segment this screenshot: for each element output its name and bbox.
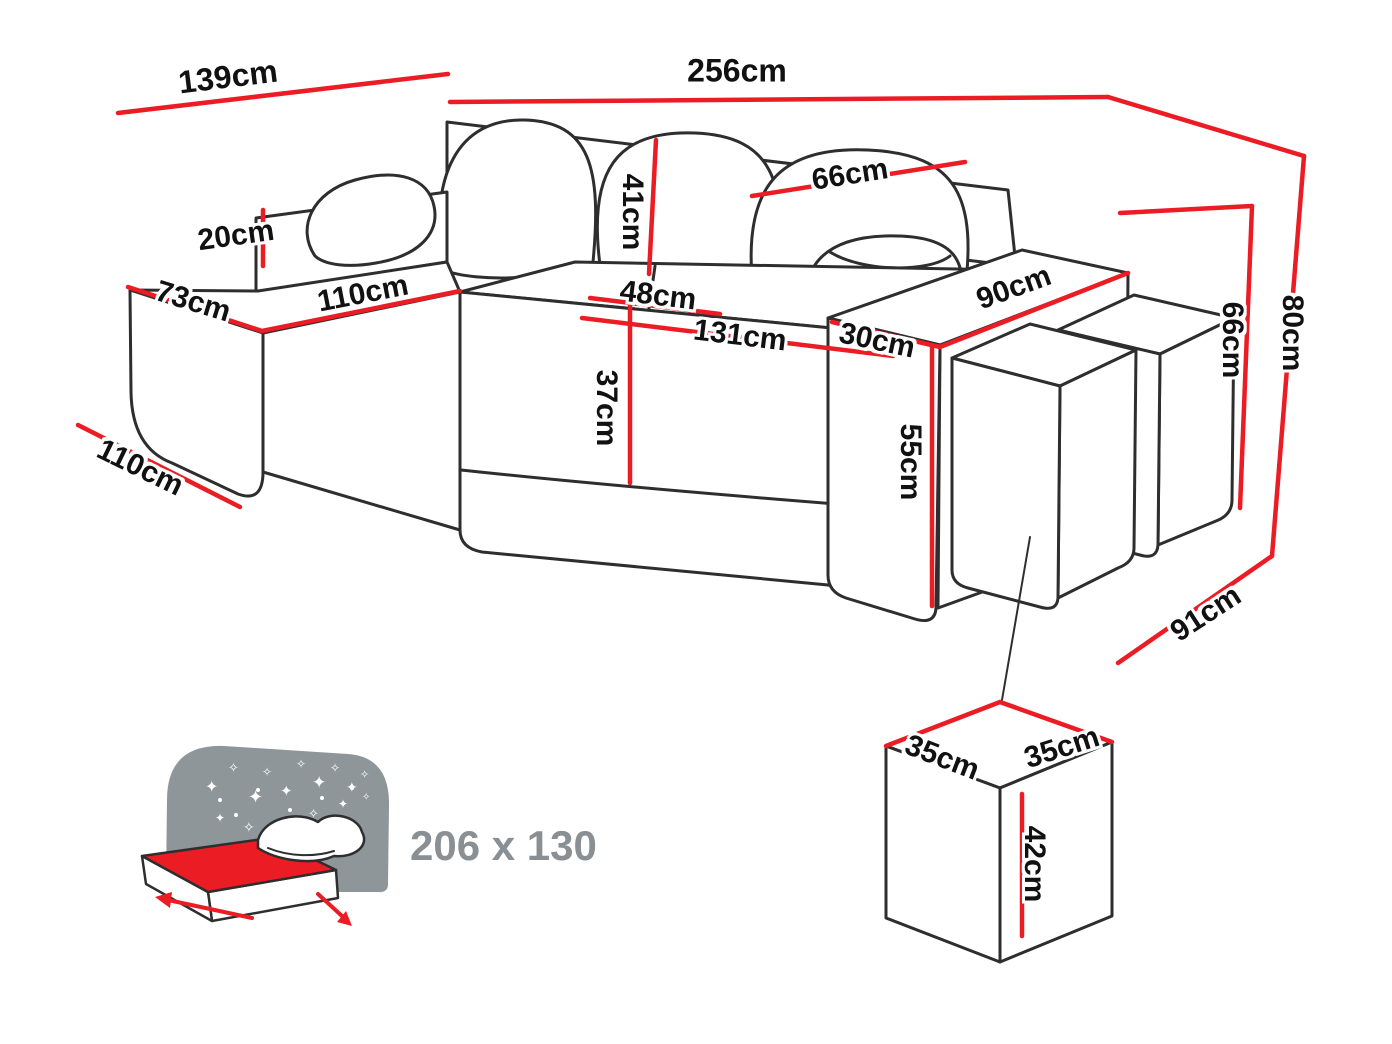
star-icon: ✦ <box>215 811 225 825</box>
dim-line-ext-top-right <box>1105 94 1307 159</box>
seat-seam <box>646 264 657 318</box>
chaise-right-face <box>261 290 462 532</box>
pouf-front <box>950 322 1138 610</box>
bed-direction-arrows <box>155 892 352 926</box>
chaise-pillow <box>305 173 437 267</box>
dim-line-73 <box>125 284 265 334</box>
cube-right-face <box>998 740 1114 964</box>
star-dot <box>256 788 260 792</box>
star-dot <box>350 786 354 790</box>
bed-duvet-fold <box>267 847 335 857</box>
dim-line-110-floor <box>75 422 243 510</box>
dim-line-139 <box>115 71 451 116</box>
pouf-leader-line <box>1001 536 1031 701</box>
armrest-front-face <box>826 316 942 623</box>
arrow-right-icon <box>316 892 344 918</box>
star-icon: ✦ <box>248 787 263 808</box>
dim-label-80-height: 80cm <box>1276 294 1309 372</box>
star-icon: ✧ <box>228 761 239 776</box>
star-icon: ✧ <box>360 768 369 781</box>
dim-line-35-right <box>997 699 1115 745</box>
dim-label-55: 55cm <box>894 423 927 501</box>
front-face-seam <box>459 468 851 507</box>
dim-line-ext-66 <box>1117 203 1255 216</box>
star-dot <box>218 798 222 802</box>
dim-line-256 <box>447 94 1111 105</box>
dim-label-42: 42cm <box>1018 825 1051 903</box>
star-icon: ✧ <box>243 820 255 836</box>
star-icon: ✦ <box>205 777 218 796</box>
arrow-left-icon <box>166 898 254 920</box>
star-icon: ✧ <box>262 765 272 779</box>
dim-label-41: 41cm <box>616 173 649 251</box>
star-icon: ✦ <box>312 773 326 793</box>
stars-pattern: ✦ ✧ ✦ ✧ ✦ ✧ ✦ ✧ ✦ ✧ ✦ ✧ ✦ ✧ ✦ ✧ <box>205 757 370 836</box>
arrow-left-head <box>155 892 172 908</box>
arrow-right-head <box>337 911 352 926</box>
star-dot <box>288 808 292 812</box>
dim-line-66-right <box>1237 203 1255 511</box>
dim-line-131 <box>579 315 896 359</box>
dimension-lines <box>75 71 1307 939</box>
dim-line-90 <box>937 270 1131 350</box>
dim-label-256: 256cm <box>687 52 787 89</box>
dim-line-48 <box>587 295 723 317</box>
star-icon: ✦ <box>280 782 293 800</box>
back-pillow <box>437 118 598 280</box>
chaise-left-face <box>128 288 265 498</box>
dim-line-91 <box>1115 553 1275 666</box>
dim-line-35-left <box>883 699 1003 749</box>
star-icon: ✧ <box>308 807 319 822</box>
star-dot <box>234 813 238 817</box>
star-icon: ✦ <box>338 797 348 811</box>
star-icon: ✧ <box>330 761 340 775</box>
star-dot <box>320 796 324 800</box>
star-icon: ✧ <box>296 757 306 771</box>
dim-line-30 <box>829 319 943 350</box>
bed-duvet <box>256 814 366 863</box>
star-icon: ✧ <box>362 792 370 803</box>
sofa-line-art <box>128 118 1236 623</box>
dim-line-110-chaise <box>259 288 463 334</box>
bed-foldout-icon: ✦ ✧ ✦ ✧ ✦ ✧ ✦ ✧ ✦ ✧ ✦ ✧ ✦ ✧ ✦ ✧ <box>140 745 390 926</box>
dim-line-41 <box>646 137 659 277</box>
main-front-face <box>458 290 854 588</box>
dim-line-80 <box>1269 153 1307 559</box>
dim-label-37: 37cm <box>590 369 623 447</box>
dim-label-66-height: 66cm <box>1216 301 1249 379</box>
bed-size-label: 206 x 130 <box>410 822 597 869</box>
dim-line-66-pillow <box>749 159 968 199</box>
